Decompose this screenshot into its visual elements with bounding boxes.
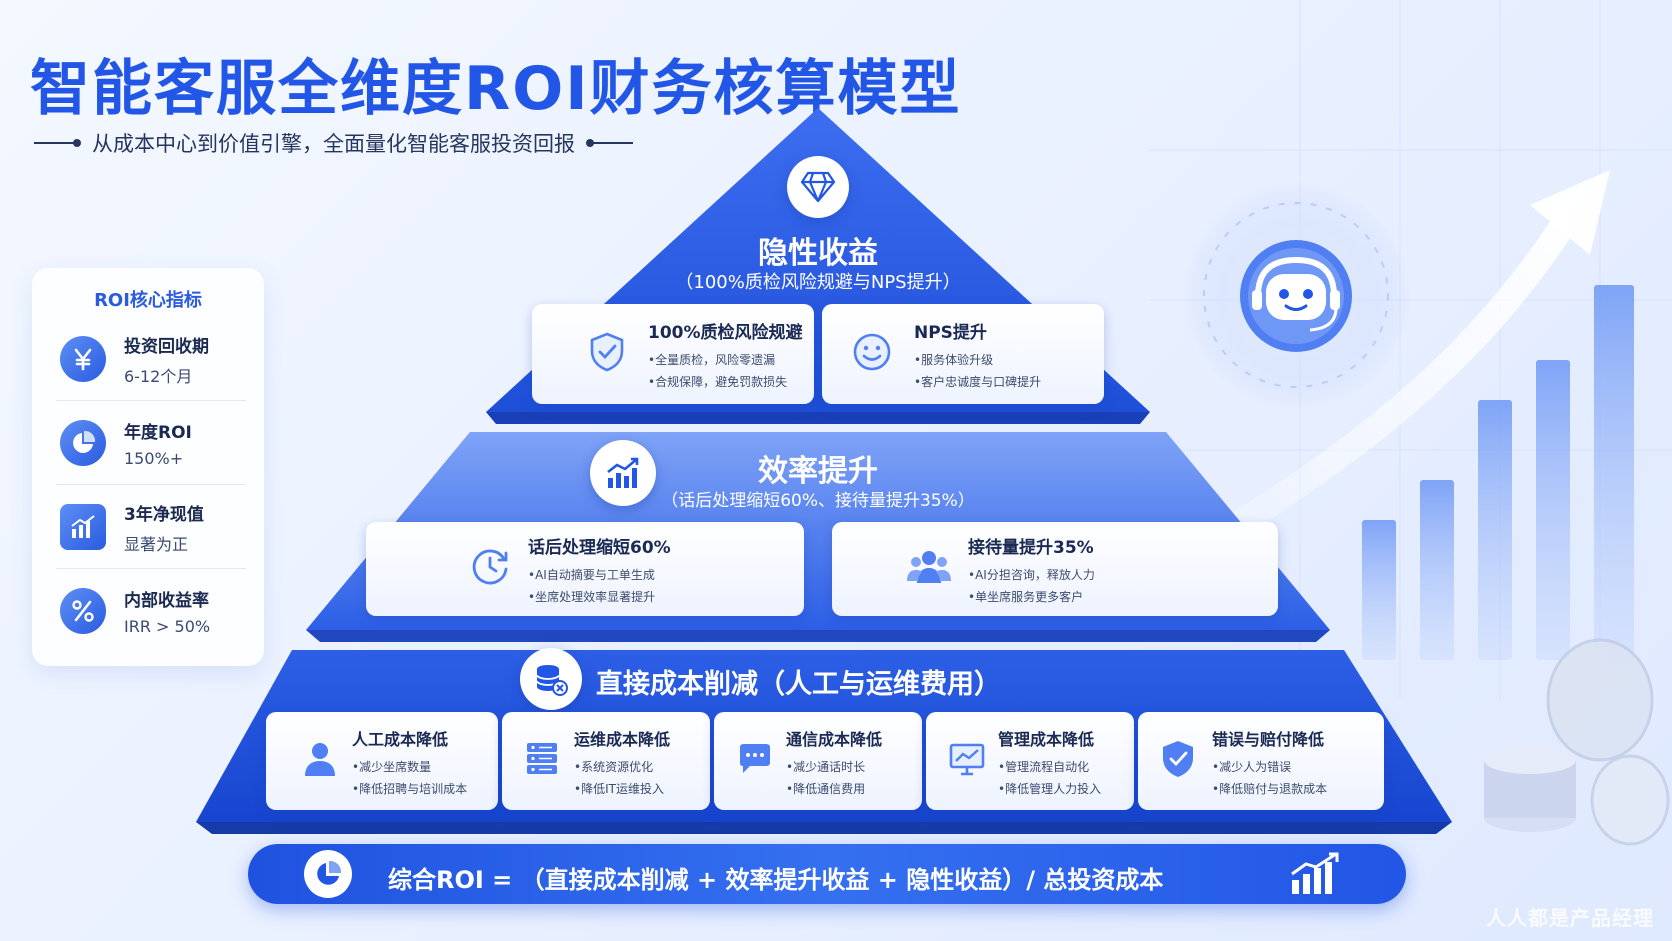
card-mgmt-cost: 管理成本降低 •管理流程自动化 •降低管理人力投入 bbox=[926, 712, 1134, 810]
card-title: 接待量提升35% bbox=[968, 538, 1094, 558]
card-title: 人工成本降低 bbox=[352, 729, 449, 749]
bar-chart-icon bbox=[60, 504, 106, 550]
card-labor-cost: 人工成本降低 •减少坐席数量 •降低招聘与培训成本 bbox=[266, 712, 498, 810]
watermark: 人人都是产品经理 bbox=[1486, 906, 1654, 930]
percent-icon bbox=[60, 588, 106, 634]
database-cost-icon bbox=[520, 648, 582, 710]
subtitle-line-right bbox=[586, 139, 633, 147]
metric-label: 年度ROI bbox=[124, 423, 192, 443]
metric-value: IRR > 50% bbox=[124, 617, 211, 636]
card-bullet: •坐席处理效率显著提升 bbox=[528, 590, 656, 604]
ai-robot-icon bbox=[1236, 236, 1356, 356]
tier-middle-title: 效率提升 bbox=[758, 454, 878, 489]
chat-icon bbox=[736, 741, 776, 781]
subtitle-line-left bbox=[34, 139, 81, 147]
formula-text: 综合ROI = （直接成本削减 + 效率提升收益 + 隐性收益）/ 总投资成本 bbox=[388, 866, 1164, 894]
growth-chart-icon bbox=[1288, 852, 1344, 900]
card-bullet: •减少坐席数量 bbox=[352, 759, 432, 774]
card-bullet: •减少通话时长 bbox=[786, 759, 866, 774]
metric-value: 6-12个月 bbox=[124, 366, 193, 386]
tier-top-subtitle: （100%质检风险规避与NPS提升） bbox=[675, 272, 961, 293]
pie-chart-icon bbox=[304, 850, 352, 898]
card-reception-volume: 接待量提升35% •AI分担咨询，释放人力 •单坐席服务更多客户 bbox=[832, 522, 1278, 616]
server-icon bbox=[524, 740, 564, 782]
clock-cycle-icon bbox=[468, 545, 514, 593]
card-title: 运维成本降低 bbox=[574, 729, 671, 749]
card-bullet: •系统资源优化 bbox=[574, 759, 654, 774]
card-title: 错误与赔付降低 bbox=[1212, 729, 1325, 749]
growth-chart-icon bbox=[590, 440, 656, 506]
metric-label: 内部收益率 bbox=[124, 591, 209, 611]
card-risk-avoidance: 100%质检风险规避 •全量质检，风险零遗漏 •合规保障，避免罚款损失 bbox=[532, 304, 814, 404]
tier-top-title: 隐性收益 bbox=[758, 236, 878, 271]
card-title: 通信成本降低 bbox=[786, 729, 883, 749]
card-bullet: •降低通信费用 bbox=[786, 781, 866, 796]
card-bullet: •服务体验升级 bbox=[914, 353, 994, 367]
page-title: 智能客服全维度ROI财务核算模型 bbox=[30, 54, 962, 124]
smile-icon bbox=[852, 332, 896, 376]
card-bullet: •合规保障，避免罚款损失 bbox=[648, 375, 788, 389]
metric-divider bbox=[56, 568, 246, 569]
yen-icon bbox=[60, 336, 106, 382]
page-subtitle: 从成本中心到价值引擎，全面量化智能客服投资回报 bbox=[34, 128, 633, 158]
tier-middle-subtitle: （话后处理缩短60%、接待量提升35%） bbox=[661, 491, 975, 511]
card-bullet: •AI分担咨询，释放人力 bbox=[968, 568, 1095, 582]
team-icon bbox=[906, 547, 952, 591]
metric-annual-roi: 年度ROI 150%+ bbox=[60, 406, 246, 480]
metric-label: 投资回收期 bbox=[124, 336, 209, 357]
metric-label: 3年净现值 bbox=[124, 504, 204, 525]
card-bullet: •AI自动摘要与工单生成 bbox=[528, 568, 655, 582]
card-title: 话后处理缩短60% bbox=[528, 538, 671, 558]
metric-divider bbox=[56, 484, 246, 485]
metric-divider bbox=[56, 400, 246, 401]
card-bullet: •减少人为错误 bbox=[1212, 759, 1292, 774]
card-error-compensation: 错误与赔付降低 •减少人为错误 •降低赔付与退款成本 bbox=[1138, 712, 1384, 810]
metric-irr: 内部收益率 IRR > 50% bbox=[60, 574, 246, 648]
card-comm-cost: 通信成本降低 •减少通话时长 •降低通信费用 bbox=[714, 712, 922, 810]
metric-npv: 3年净现值 显著为正 bbox=[60, 490, 246, 564]
metric-value: 150%+ bbox=[124, 449, 184, 468]
subtitle-text: 从成本中心到价值引擎，全面量化智能客服投资回报 bbox=[92, 132, 575, 156]
card-title: 100%质检风险规避 bbox=[648, 323, 803, 343]
metric-payback-period: 投资回收期 6-12个月 bbox=[60, 322, 246, 396]
shield-check-icon bbox=[588, 331, 632, 377]
card-nps: NPS提升 •服务体验升级 •客户忠诚度与口碑提升 bbox=[822, 304, 1104, 404]
card-bullet: •降低IT运维投入 bbox=[574, 781, 664, 796]
monitor-icon bbox=[948, 741, 988, 781]
pie-chart-icon bbox=[60, 420, 106, 466]
card-bullet: •管理流程自动化 bbox=[998, 759, 1090, 774]
card-bullet: •客户忠诚度与口碑提升 bbox=[914, 375, 1042, 389]
shield-check-icon bbox=[1160, 739, 1200, 783]
card-title: NPS提升 bbox=[914, 323, 987, 343]
roi-metrics-panel: ROI核心指标 投资回收期 6-12个月 年度ROI 150%+ 3年净现值 显… bbox=[32, 268, 264, 666]
card-bullet: •降低管理人力投入 bbox=[998, 781, 1102, 796]
roi-formula-bar: 综合ROI = （直接成本削减 + 效率提升收益 + 隐性收益）/ 总投资成本 bbox=[248, 844, 1406, 904]
tier-bottom-title: 直接成本削减（人工与运维费用） bbox=[596, 669, 1001, 700]
metric-value: 显著为正 bbox=[124, 534, 189, 554]
card-bullet: •单坐席服务更多客户 bbox=[968, 590, 1084, 604]
card-bullet: •降低招聘与培训成本 bbox=[352, 781, 468, 796]
diamond-icon bbox=[787, 156, 849, 218]
card-bullet: •全量质检，风险零遗漏 bbox=[648, 353, 776, 367]
card-bullet: •降低赔付与退款成本 bbox=[1212, 781, 1328, 796]
card-after-call-work: 话后处理缩短60% •AI自动摘要与工单生成 •坐席处理效率显著提升 bbox=[366, 522, 804, 616]
person-icon bbox=[302, 740, 342, 782]
card-ops-cost: 运维成本降低 •系统资源优化 •降低IT运维投入 bbox=[502, 712, 710, 810]
metrics-title: ROI核心指标 bbox=[94, 290, 202, 311]
card-title: 管理成本降低 bbox=[998, 729, 1095, 749]
